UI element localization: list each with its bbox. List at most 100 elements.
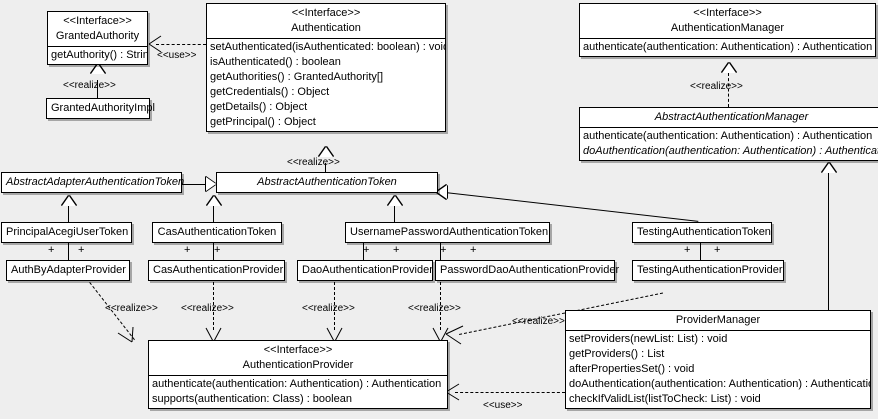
realize-line-grantedauthorityimpl <box>97 80 98 98</box>
member-abstract-authentication-manager-0: authenticate(authentication: Authenticat… <box>583 130 873 142</box>
generalization-line-usernamepasswordtoken <box>394 206 395 222</box>
class-name-authentication-manager: AuthenticationManager <box>670 22 785 34</box>
class-header-password-dao-authentication-provider: PasswordDaoAuthenticationProvider <box>436 261 620 280</box>
class-box-testing-authentication-token[interactable]: TestingAuthenticationToken <box>632 222 772 243</box>
realize-triangle-grantedauthorityimpl <box>91 64 105 74</box>
class-box-abstract-authentication-token[interactable]: AbstractAuthenticationToken <box>216 172 438 193</box>
class-box-password-dao-authentication-provider[interactable]: PasswordDaoAuthenticationProvider <box>435 260 620 281</box>
class-name-granted-authority-impl: GrantedAuthorityImpl <box>51 102 155 114</box>
class-header-auth-by-adapter-provider: AuthByAdapterProvider <box>7 261 129 280</box>
class-header-provider-manager: ProviderManager <box>566 311 870 330</box>
class-box-provider-manager[interactable]: ProviderManager setProviders(newList: Li… <box>565 310 871 409</box>
member-authentication-manager-0: authenticate(authentication: Authenticat… <box>583 41 873 53</box>
member-authentication-provider-0: authenticate(authentication: Authenticat… <box>152 378 442 390</box>
class-box-auth-by-adapter-provider[interactable]: AuthByAdapterProvider <box>6 260 130 281</box>
member-authentication-5: getPrincipal() : Object <box>210 116 316 128</box>
class-header-testing-authentication-token: TestingAuthenticationToken <box>633 223 771 242</box>
realize-label-abstractauthenticationtoken: <<realize>> <box>287 157 340 168</box>
realize-line-abstractauthenticationtoken <box>325 163 326 173</box>
multiplicity-cas-left: + <box>184 244 191 256</box>
realize-label-passworddao: <<realize>> <box>408 303 461 314</box>
class-header-authentication-manager: <<Interface>> AuthenticationManager <box>580 4 875 38</box>
class-name-abstract-adapter-authentication-token: AbstractAdapterAuthenticationToken <box>6 176 185 188</box>
class-header-granted-authority: <<Interface>> GrantedAuthority <box>48 12 147 46</box>
association-line-authbyadapter <box>68 243 69 260</box>
realize-arrowhead-passworddao <box>432 327 449 343</box>
class-name-password-dao-authentication-provider: PasswordDaoAuthenticationProvider <box>440 264 620 276</box>
divider-authentication-provider <box>149 375 447 376</box>
divider-provider-manager <box>566 330 870 331</box>
association-triangle-adaptertoken <box>206 177 216 191</box>
class-name-abstract-authentication-token: AbstractAuthenticationToken <box>257 176 397 188</box>
multiplicity-principal-right: + <box>78 244 85 256</box>
generalization-triangle-casauthenticationtoken <box>207 196 221 206</box>
class-box-cas-authentication-provider[interactable]: CasAuthenticationProvider <box>148 260 285 281</box>
class-name-testing-authentication-token: TestingAuthenticationToken <box>637 226 771 238</box>
stereotype-authentication-provider: <<Interface>> <box>263 344 333 356</box>
divider-authentication <box>207 38 445 39</box>
members-authentication: setAuthenticated(isAuthenticated: boolea… <box>207 39 445 131</box>
class-box-testing-authentication-provider[interactable]: TestingAuthenticationProvider <box>632 260 784 281</box>
member-authentication-1: isAuthenticated() : boolean <box>210 56 341 68</box>
class-name-dao-authentication-provider: DaoAuthenticationProvider <box>302 264 433 276</box>
realize-arrowhead-testing <box>445 325 464 345</box>
class-box-username-password-authentication-token[interactable]: UsernamePasswordAuthenticationToken <box>345 222 550 243</box>
realize-label-grantedauthorityimpl: <<realize>> <box>63 80 116 91</box>
class-box-authentication[interactable]: <<Interface>> Authentication setAuthenti… <box>206 3 446 132</box>
member-abstract-authentication-manager-1: doAuthentication(authentication: Authent… <box>583 145 878 157</box>
class-name-username-password-authentication-token: UsernamePasswordAuthenticationToken <box>350 226 549 238</box>
realize-label-abstractauthenticationmanager: <<realize>> <box>690 81 743 92</box>
use-label-grantedauthority: <<use>> <box>157 50 197 61</box>
class-box-authentication-provider[interactable]: <<Interface>> AuthenticationProvider aut… <box>148 340 448 409</box>
generalization-triangle-principalacegiusertoken <box>62 196 76 206</box>
multiplicity-testing-right: + <box>714 244 721 256</box>
members-authentication-manager: authenticate(authentication: Authenticat… <box>580 39 875 56</box>
generalization-line-testingauthenticationtoken <box>444 192 699 222</box>
stereotype-granted-authority: <<Interface>> <box>63 15 132 27</box>
class-header-abstract-authentication-manager: AbstractAuthenticationManager <box>580 108 878 127</box>
class-box-granted-authority[interactable]: <<Interface>> GrantedAuthority getAuthor… <box>47 11 148 65</box>
use-line-providermanager <box>455 392 565 393</box>
realize-triangle-abstractauthenticationtoken <box>319 147 333 157</box>
multiplicity-cas-right: + <box>214 244 221 256</box>
realize-line-cas <box>213 282 214 330</box>
member-provider-manager-4: checkIfValidList(listToCheck: List) : vo… <box>569 393 761 405</box>
realize-arrowhead-dao <box>326 327 343 343</box>
class-header-abstract-authentication-token: AbstractAuthenticationToken <box>217 173 437 192</box>
generalization-triangle-providermanager <box>822 163 836 173</box>
class-name-authentication: Authentication <box>291 22 361 34</box>
class-box-cas-authentication-token[interactable]: CasAuthenticationToken <box>152 222 282 243</box>
member-provider-manager-1: getProviders() : List <box>569 348 665 360</box>
class-header-cas-authentication-provider: CasAuthenticationProvider <box>149 261 284 280</box>
class-box-abstract-adapter-authentication-token[interactable]: AbstractAdapterAuthenticationToken <box>1 172 185 193</box>
divider-authentication-manager <box>580 38 875 39</box>
realize-arrowhead-cas <box>205 327 222 343</box>
class-name-granted-authority: GrantedAuthority <box>55 30 140 42</box>
class-box-principal-acegi-user-token[interactable]: PrincipalAcegiUserToken <box>1 222 132 243</box>
members-abstract-authentication-manager: authenticate(authentication: Authenticat… <box>580 128 878 160</box>
member-authentication-2: getAuthorities() : GrantedAuthority[] <box>210 71 384 83</box>
multiplicity-dao-left: + <box>363 244 370 256</box>
class-header-testing-authentication-provider: TestingAuthenticationProvider <box>633 261 783 280</box>
use-arrowhead-providermanager <box>445 383 460 401</box>
stereotype-authentication-manager: <<Interface>> <box>693 7 762 19</box>
class-box-authentication-manager[interactable]: <<Interface>> AuthenticationManager auth… <box>579 3 876 57</box>
class-box-dao-authentication-provider[interactable]: DaoAuthenticationProvider <box>297 260 433 281</box>
association-line-testing <box>700 243 701 260</box>
use-label-providermanager: <<use>> <box>483 400 523 411</box>
member-authentication-0: setAuthenticated(isAuthenticated: boolea… <box>210 41 445 53</box>
member-authentication-3: getCredentials() : Object <box>210 86 330 98</box>
class-header-authentication: <<Interface>> Authentication <box>207 4 445 38</box>
class-name-cas-authentication-provider: CasAuthenticationProvider <box>153 264 284 276</box>
class-header-dao-authentication-provider: DaoAuthenticationProvider <box>298 261 433 280</box>
class-box-granted-authority-impl[interactable]: GrantedAuthorityImpl <box>46 98 155 119</box>
class-header-username-password-authentication-token: UsernamePasswordAuthenticationToken <box>346 223 549 242</box>
realize-label-authbyadapter: <<realize>> <box>105 303 158 314</box>
members-provider-manager: setProviders(newList: List) : void getPr… <box>566 331 870 408</box>
class-box-abstract-authentication-manager[interactable]: AbstractAuthenticationManager authentica… <box>579 107 878 161</box>
member-provider-manager-2: afterPropertiesSet() : void <box>569 363 695 375</box>
member-authentication-provider-1: supports(authentication: Class) : boolea… <box>152 393 352 405</box>
generalization-triangle-usernamepasswordtoken <box>388 196 402 206</box>
class-name-cas-authentication-token: CasAuthenticationToken <box>157 226 277 238</box>
